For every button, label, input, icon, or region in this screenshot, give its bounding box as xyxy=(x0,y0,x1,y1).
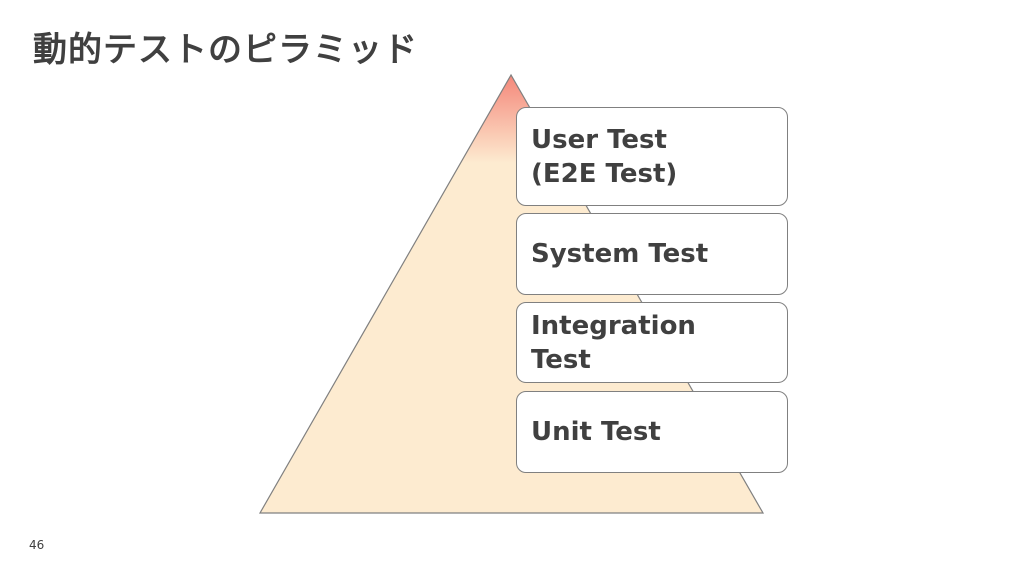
layer-unit-test: Unit Test xyxy=(516,391,788,473)
layer-label: Test xyxy=(531,344,591,375)
layer-system-test: System Test xyxy=(516,213,788,295)
layer-label: Unit Test xyxy=(531,417,661,447)
layer-integration-test: Integration Test xyxy=(516,302,788,383)
layer-user-test: User Test (E2E Test) xyxy=(516,107,788,206)
page-number: 46 xyxy=(29,538,45,552)
layer-label: System Test xyxy=(531,239,709,269)
layer-label: User Test xyxy=(531,124,667,155)
slide-title: 動的テストのピラミッド xyxy=(33,30,418,70)
layer-label: Integration xyxy=(531,310,696,341)
layer-label: (E2E Test) xyxy=(531,158,678,189)
